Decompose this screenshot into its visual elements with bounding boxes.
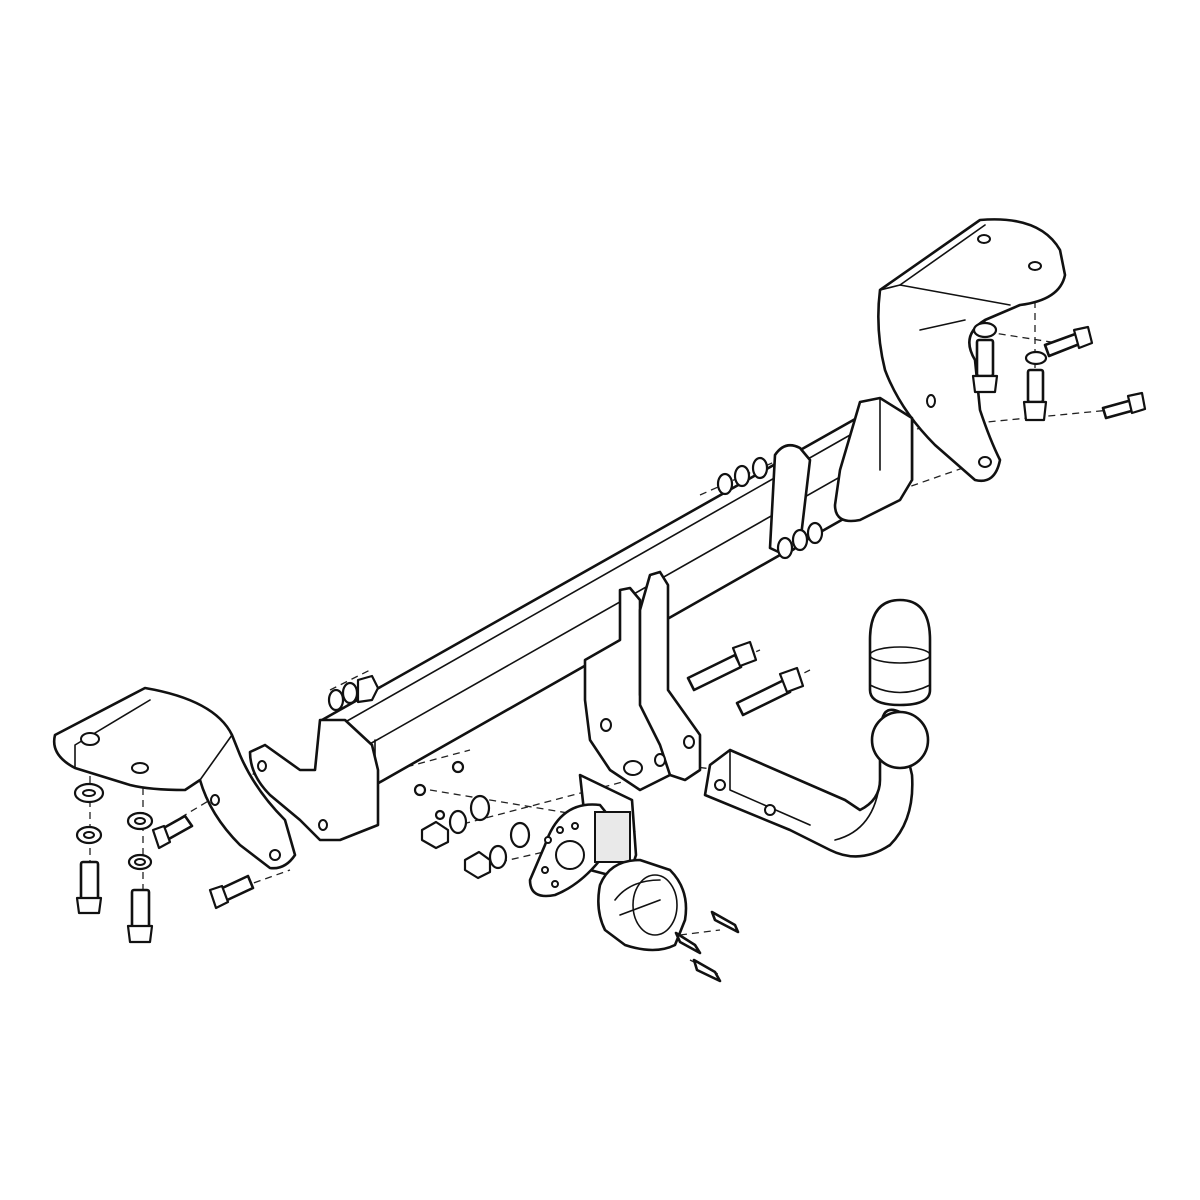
ball-arm [703,743,914,858]
socket-plate [528,773,638,898]
tow-ball [870,708,930,770]
nut-icon [463,850,492,880]
nut-icon [356,674,380,704]
center-mount-plates [583,570,702,792]
bolt-icon [686,653,743,692]
bolt-icon [1026,368,1045,404]
center-bolts [686,640,805,717]
right-bracket [877,218,1067,483]
nut-icon [75,896,103,915]
crossbar-tube [320,396,914,787]
left-fasteners [73,782,255,944]
tube-washers [327,456,824,712]
bolt-icon [79,860,100,902]
left-bracket [52,686,380,870]
washer-icon [972,321,998,339]
electrical-socket [597,858,688,952]
center-hardware [413,760,531,880]
bolt-icon [735,678,792,717]
nut-icon [126,924,154,944]
ball-cover-cap [868,598,932,707]
ball-icon [870,710,930,770]
right-fasteners [971,321,1147,422]
bolt-icon [130,888,151,930]
nut-icon [420,820,450,850]
bolt-icon [975,338,995,378]
socket-screws [674,910,740,983]
